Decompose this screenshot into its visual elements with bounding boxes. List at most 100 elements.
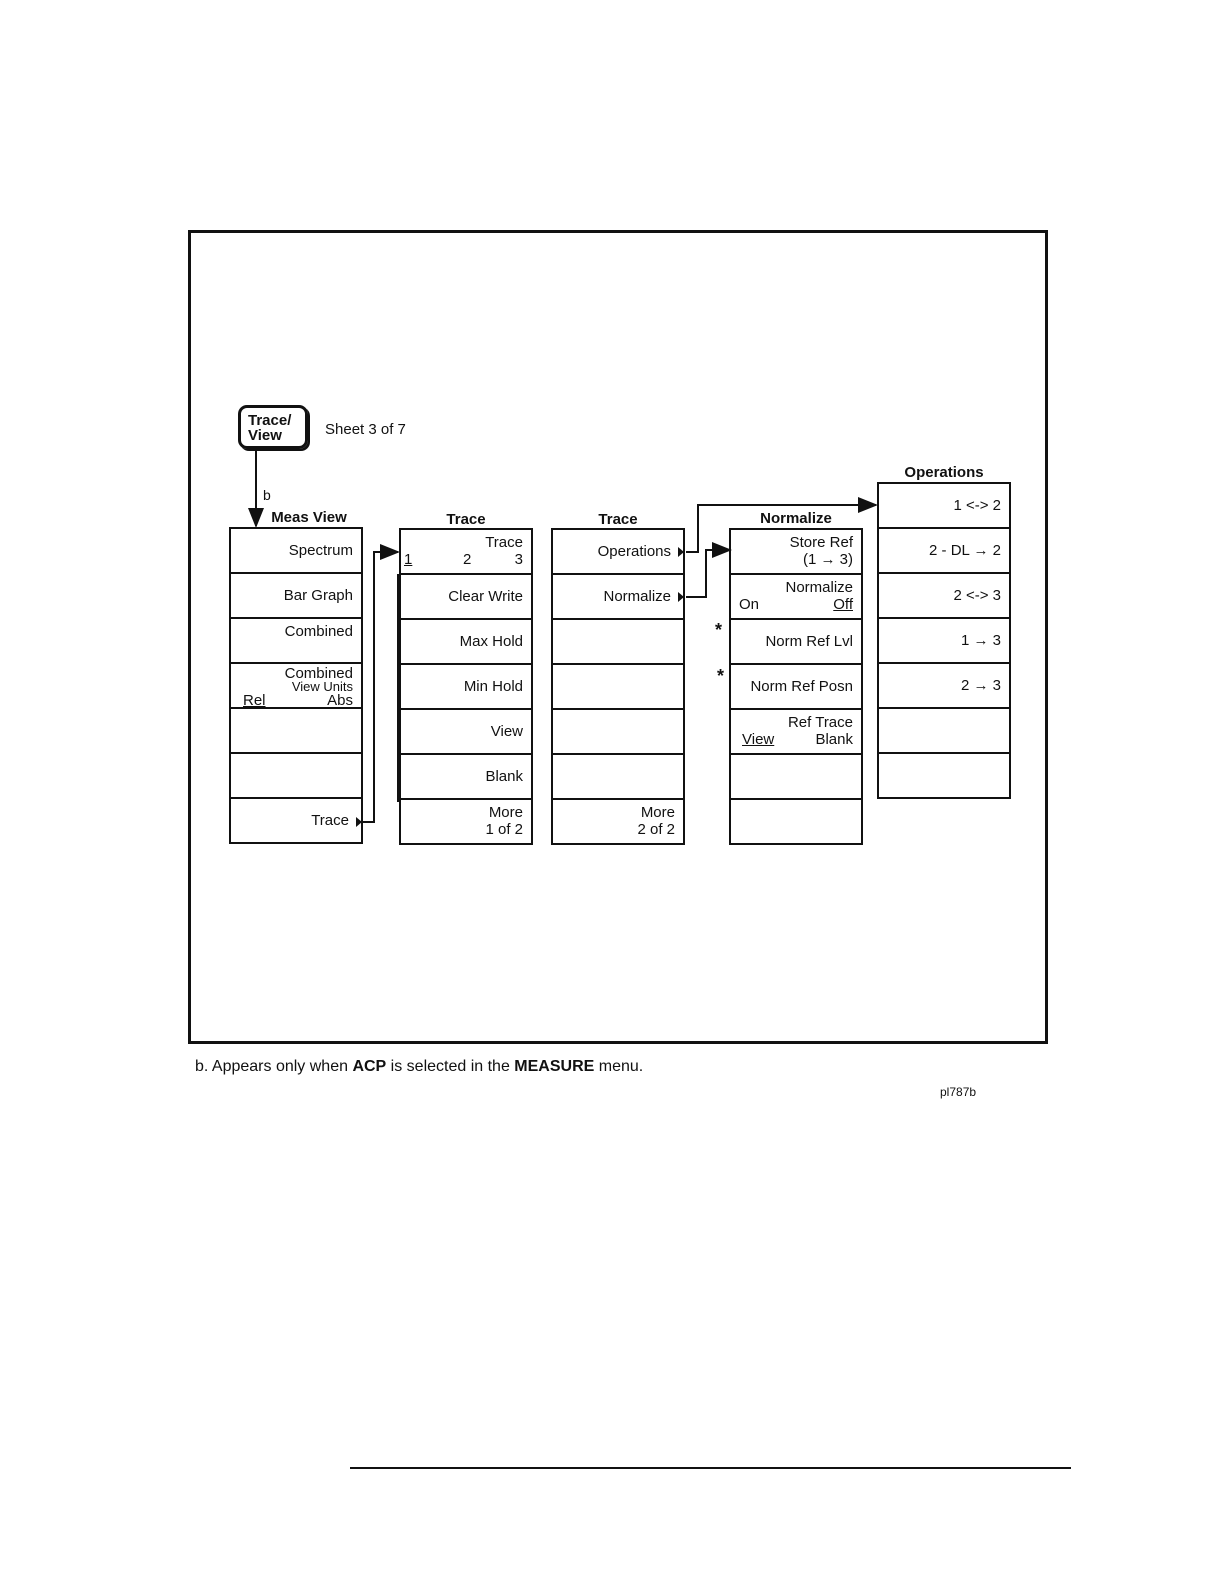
meas-view-menu: Spectrum Bar Graph Combined Combined Vie… bbox=[229, 527, 363, 844]
trace-menu1: Trace 1 2 3 Clear Write Max Hold Min Hol… bbox=[399, 528, 533, 845]
trace-select-label: Trace bbox=[485, 534, 523, 551]
operations-to-operations-menu-arrow bbox=[686, 497, 878, 553]
softkey-op-1-to-3[interactable]: 1 → 3 bbox=[879, 619, 1009, 664]
softkey-blank[interactable] bbox=[879, 709, 1009, 754]
softkey-trace[interactable]: Trace bbox=[231, 799, 361, 844]
operations-label: Operations bbox=[597, 543, 671, 560]
combined-units-rel: Rel bbox=[243, 692, 266, 709]
store-ref-line2: (1 → 3) bbox=[802, 551, 853, 568]
operations-menu: 1 <-> 2 2 - DL → 2 2 <-> 3 1 → 3 2 → 3 bbox=[877, 482, 1011, 799]
footnote-text: b. Appears only when ACP is selected in … bbox=[195, 1058, 643, 1076]
ref-trace-label: Ref Trace bbox=[787, 714, 853, 731]
softkey-blank[interactable] bbox=[553, 755, 683, 800]
diagram-frame bbox=[188, 230, 1048, 1044]
softkey-view[interactable]: View bbox=[401, 710, 531, 755]
softkey-combined-view-units[interactable]: Combined View Units Rel Abs bbox=[231, 664, 361, 709]
norm-ref-lvl-label: Norm Ref Lvl bbox=[765, 633, 853, 650]
softkey-op-1-swap-2[interactable]: 1 <-> 2 bbox=[879, 484, 1009, 529]
figure-id: pl787b bbox=[940, 1085, 977, 1099]
blank-label: Blank bbox=[485, 768, 523, 785]
softkey-blank[interactable] bbox=[231, 754, 361, 799]
footnote-marker: b bbox=[263, 487, 271, 503]
softkey-max-hold[interactable]: Max Hold bbox=[401, 620, 531, 665]
combined-units-line2: View Units bbox=[291, 679, 353, 694]
softkey-blank[interactable] bbox=[553, 665, 683, 710]
softkey-trace-select[interactable]: Trace 1 2 3 bbox=[401, 530, 531, 575]
trace-group-bracket bbox=[397, 574, 400, 802]
clear-write-label: Clear Write bbox=[448, 588, 523, 605]
normalize-menu-title: Normalize bbox=[760, 510, 832, 527]
footnote-middle: is selected in the bbox=[386, 1058, 515, 1075]
softkey-clear-write[interactable]: Clear Write bbox=[401, 575, 531, 620]
trace-menu2: Operations Normalize More 2 of 2 bbox=[551, 528, 685, 845]
asterisk-note: * bbox=[715, 620, 723, 640]
softkey-normalize[interactable]: Normalize bbox=[553, 575, 683, 620]
combined-units-line1: Combined bbox=[284, 665, 353, 682]
softkey-blank[interactable] bbox=[553, 710, 683, 755]
softkey-more-2-of-2[interactable]: More 2 of 2 bbox=[553, 800, 683, 845]
normalize-to-normalize-menu-arrow bbox=[686, 542, 732, 598]
softkey-op-2-dl-to-2[interactable]: 2 - DL → 2 bbox=[879, 529, 1009, 574]
more-line1: More bbox=[488, 804, 523, 821]
op4-label: 1 → 3 bbox=[960, 632, 1001, 649]
softkey-combined[interactable]: Combined bbox=[231, 619, 361, 664]
trace-select-opt1: 1 bbox=[404, 551, 413, 568]
softkey-blank-trace[interactable]: Blank bbox=[401, 755, 531, 800]
softkey-blank[interactable] bbox=[553, 620, 683, 665]
softkey-blank[interactable] bbox=[731, 800, 861, 845]
normalize-toggle-on: On bbox=[739, 596, 760, 613]
bar-graph-label: Bar Graph bbox=[283, 587, 353, 604]
trace-select-opt3: 3 bbox=[514, 551, 523, 568]
hardkey-line2: View bbox=[248, 427, 282, 444]
more-line2: 1 of 2 bbox=[485, 821, 523, 838]
trace-select-opt2: 2 bbox=[463, 551, 472, 568]
more2-line1: More bbox=[640, 804, 675, 821]
trace-menu1-title: Trace bbox=[446, 511, 486, 528]
footnote-suffix: menu. bbox=[594, 1058, 644, 1075]
asterisk-note: * bbox=[717, 666, 725, 686]
softkey-min-hold[interactable]: Min Hold bbox=[401, 665, 531, 710]
footnote-measure: MEASURE bbox=[514, 1058, 595, 1075]
softkey-operations[interactable]: Operations bbox=[553, 530, 683, 575]
op5-label: 2 → 3 bbox=[960, 677, 1001, 694]
meas-view-title: Meas View bbox=[271, 509, 347, 526]
normalize-menu: Store Ref (1 → 3) Normalize On Off Norm … bbox=[729, 528, 863, 845]
hardkey-line1: Trace/ bbox=[248, 412, 292, 429]
softkey-blank[interactable] bbox=[731, 755, 861, 800]
operations-menu-title: Operations bbox=[904, 464, 984, 481]
op3-label: 2 <-> 3 bbox=[953, 587, 1001, 604]
op1-label: 1 <-> 2 bbox=[953, 497, 1001, 514]
softkey-spectrum[interactable]: Spectrum bbox=[231, 529, 361, 574]
softkey-op-2-swap-3[interactable]: 2 <-> 3 bbox=[879, 574, 1009, 619]
more2-line2: 2 of 2 bbox=[637, 821, 675, 838]
softkey-op-2-to-3[interactable]: 2 → 3 bbox=[879, 664, 1009, 709]
softkey-more-1-of-2[interactable]: More 1 of 2 bbox=[401, 800, 531, 845]
trace-view-hardkey[interactable]: Trace/ View bbox=[238, 405, 308, 449]
spectrum-label: Spectrum bbox=[288, 542, 353, 559]
softkey-store-ref[interactable]: Store Ref (1 → 3) bbox=[731, 530, 861, 575]
trace-label: Trace bbox=[311, 812, 349, 829]
softkey-norm-ref-posn[interactable]: Norm Ref Posn bbox=[731, 665, 861, 710]
softkey-normalize-toggle[interactable]: Normalize On Off bbox=[731, 575, 861, 620]
norm-ref-posn-label: Norm Ref Posn bbox=[750, 678, 853, 695]
combined-units-abs: Abs bbox=[327, 692, 353, 709]
softkey-blank[interactable] bbox=[879, 754, 1009, 799]
normalize-toggle-off: Off bbox=[833, 596, 853, 613]
trace-to-trace-menu-arrow bbox=[362, 544, 400, 823]
footnote-prefix: b. Appears only when bbox=[195, 1058, 353, 1075]
min-hold-label: Min Hold bbox=[463, 678, 523, 695]
max-hold-label: Max Hold bbox=[459, 633, 523, 650]
trace-menu2-title: Trace bbox=[598, 511, 638, 528]
footnote-acp: ACP bbox=[352, 1058, 387, 1075]
softkey-blank[interactable] bbox=[231, 709, 361, 754]
softkey-ref-trace[interactable]: Ref Trace View Blank bbox=[731, 710, 861, 755]
normalize-toggle-label: Normalize bbox=[785, 579, 853, 596]
normalize-label: Normalize bbox=[603, 588, 671, 605]
view-label: View bbox=[490, 723, 523, 740]
softkey-bar-graph[interactable]: Bar Graph bbox=[231, 574, 361, 619]
page-bottom-rule bbox=[350, 1467, 1071, 1469]
ref-trace-blank: Blank bbox=[815, 731, 853, 748]
softkey-norm-ref-lvl[interactable]: Norm Ref Lvl bbox=[731, 620, 861, 665]
sheet-label: Sheet 3 of 7 bbox=[325, 421, 406, 438]
